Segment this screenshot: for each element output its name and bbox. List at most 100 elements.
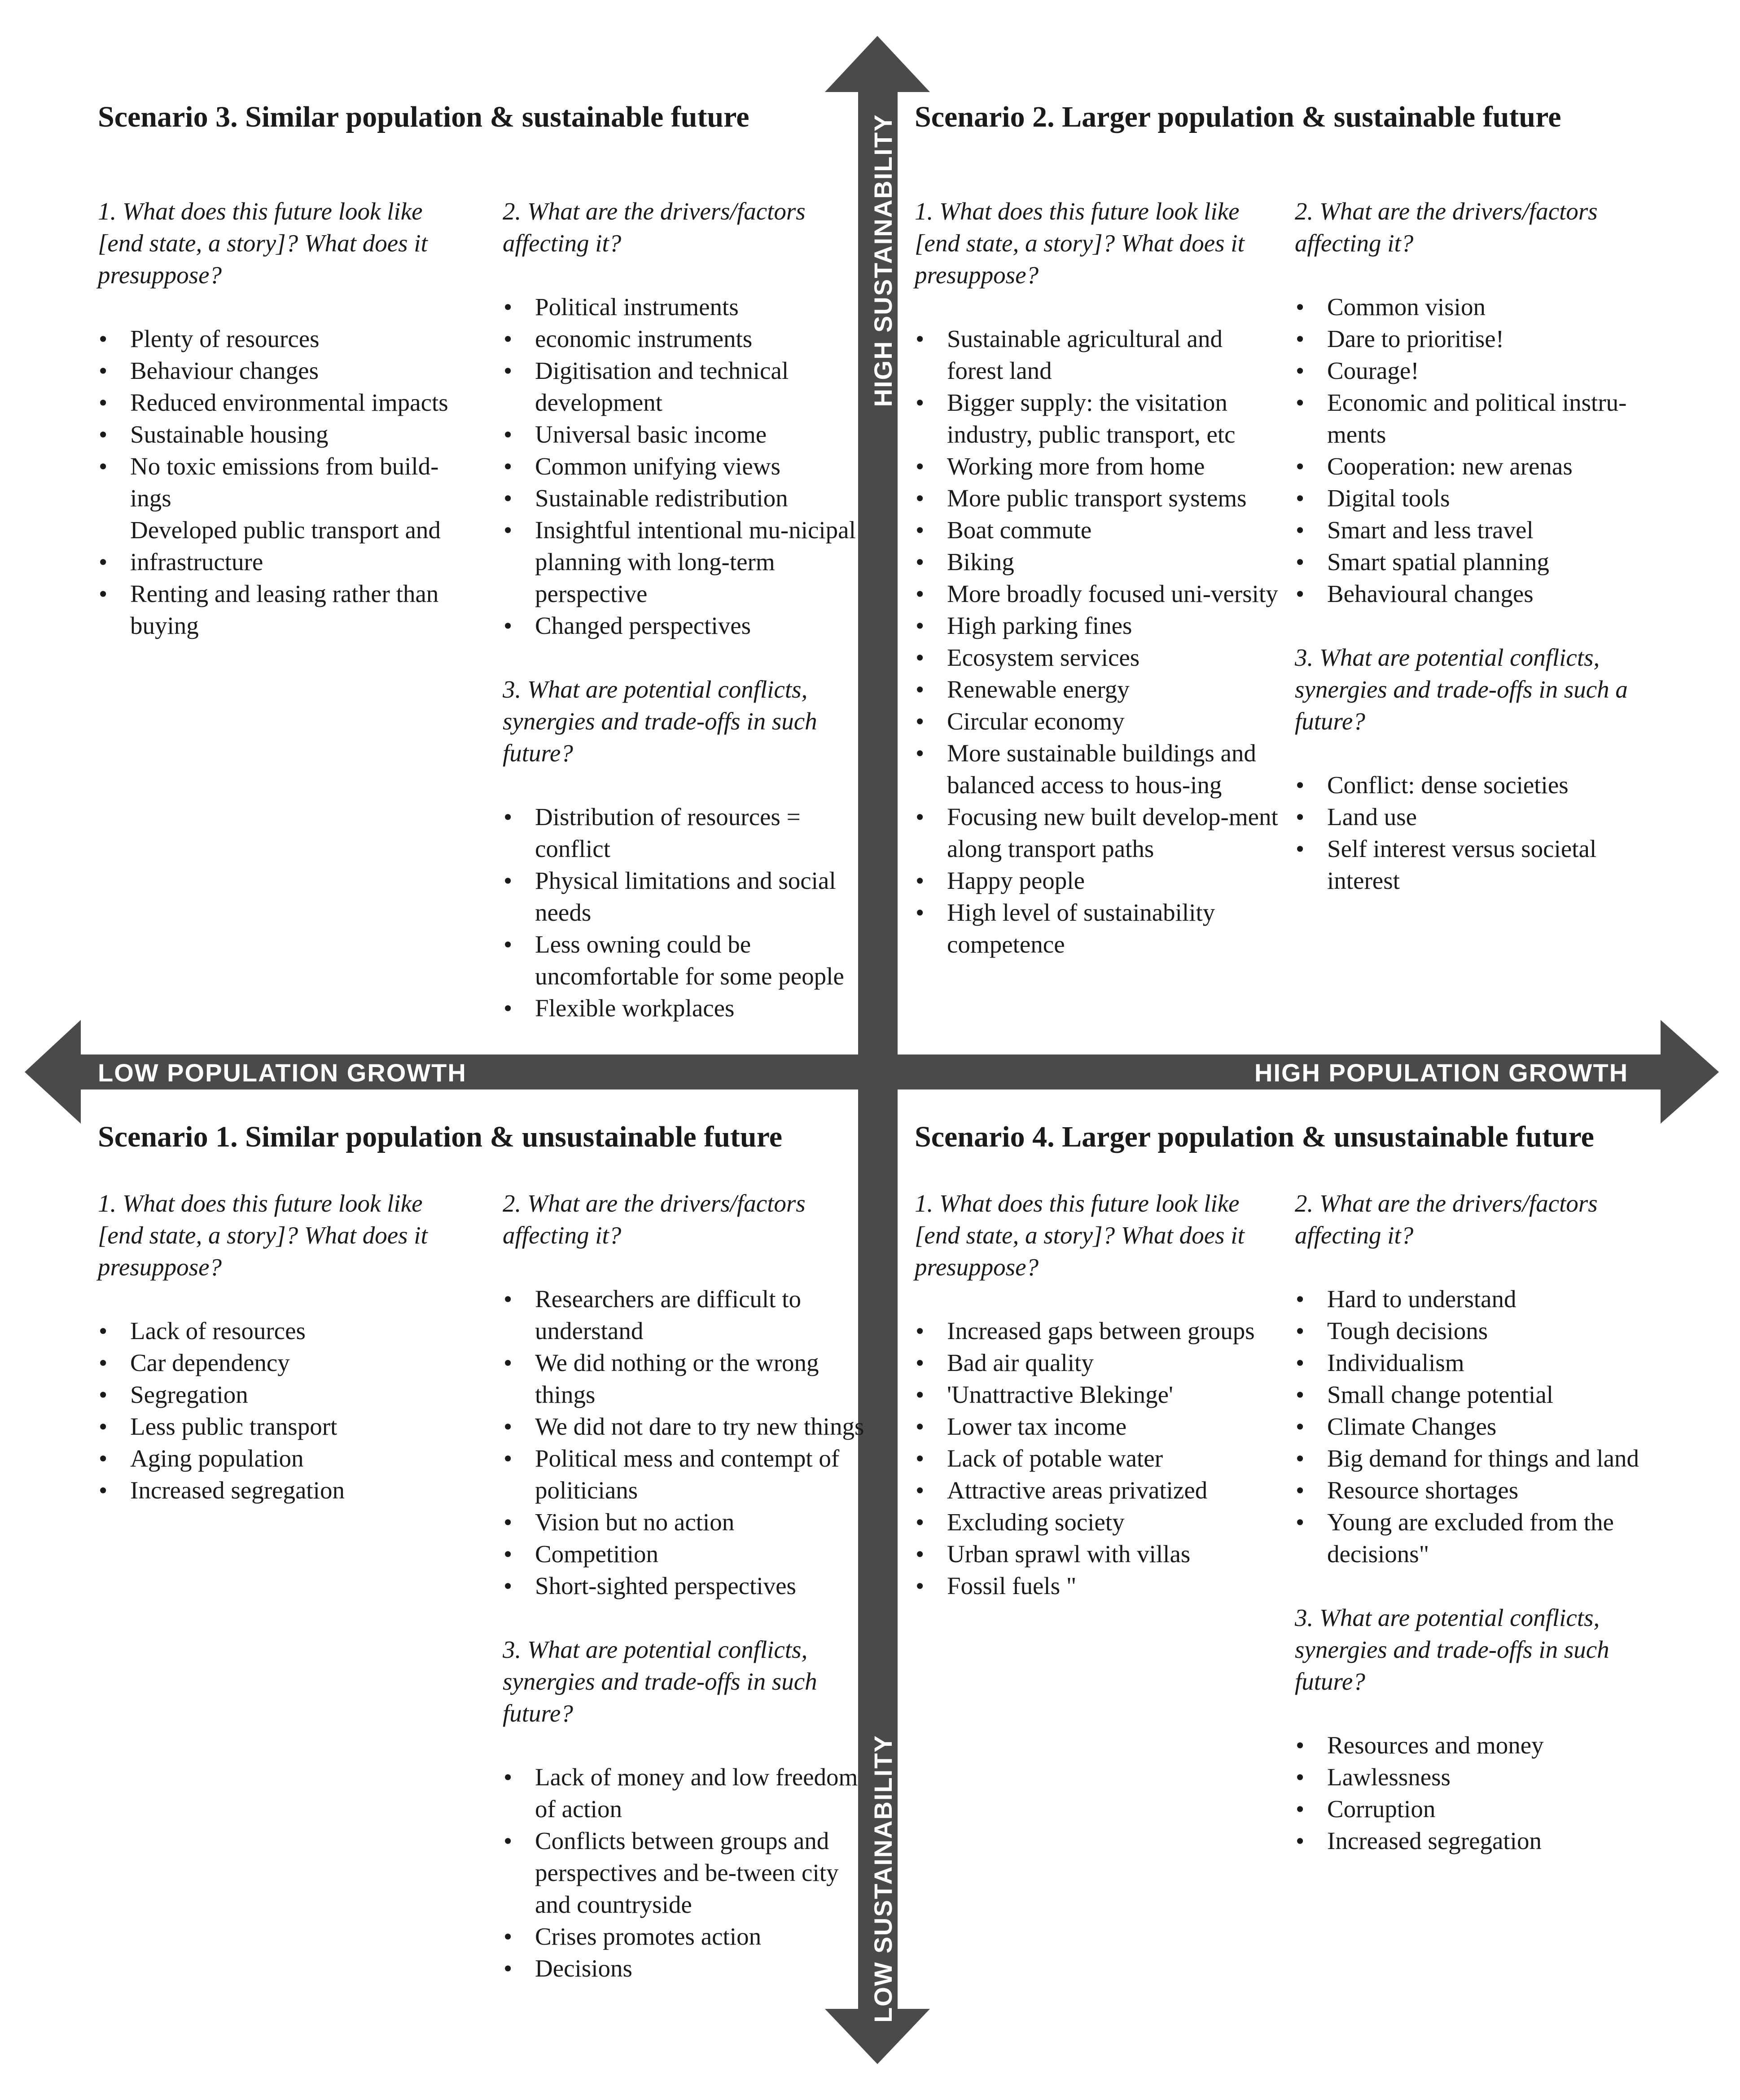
list-item: Competition [503,1538,871,1570]
scenario-3-question-1: 1. What does this future look like [end … [98,198,428,289]
scenario-1-question-3: 3. What are potential conflicts, synergi… [503,1636,817,1727]
list-item: Resources and money [1295,1729,1663,1761]
scenario-2-question-2: 2. What are the drivers/factors affectin… [1295,198,1598,257]
list-item: Bigger supply: the visitation industry, … [915,387,1283,450]
axis-label-low-sustainability: LOW SUSTAINABILITY [869,1735,897,2023]
list-item: Land use [1295,801,1663,833]
scenario-3-answers-2: Political instruments economic instrumen… [503,291,871,641]
scenario-4-answers-3: Resources and money Lawlessness Corrupti… [1295,1729,1663,1857]
list-item: economic instruments [503,323,871,355]
list-item: Aging population [98,1442,466,1474]
list-item: Behaviour changes [98,355,466,387]
scenario-2-question-3: 3. What are potential conflicts, synergi… [1295,644,1628,735]
list-item: Young are excluded from the decisions" [1295,1506,1663,1570]
list-item: Digital tools [1295,482,1663,514]
list-item: More public transport systems [915,482,1283,514]
list-item: Lack of money and low freedom of action [503,1761,871,1825]
list-item: Car dependency [98,1347,466,1379]
scenario-1-answers-2: Researchers are difficult to understand … [503,1283,871,1602]
list-item: Segregation [98,1379,466,1410]
list-item: Big demand for things and land [1295,1442,1663,1474]
list-item: Smart and less travel [1295,514,1663,546]
list-item: Bad air quality [915,1347,1283,1379]
list-item: We did not dare to try new things [503,1410,871,1442]
list-item: 'Unattractive Blekinge' [915,1379,1283,1410]
scenario-2-column-2: 2. What are the drivers/factors affectin… [1295,195,1663,896]
list-item: Ecosystem services [915,641,1283,673]
list-item: Distribution of resources = conflict [503,801,871,865]
axis-label-low-population-growth: LOW POPULATION GROWTH [98,1059,467,1087]
list-item: Smart spatial planning [1295,546,1663,578]
list-item: Sustainable agricultural and forest land [915,323,1283,387]
list-item: We did nothing or the wrong things [503,1347,871,1410]
scenario-2-answers-2: Common vision Dare to prioritise! Courag… [1295,291,1663,610]
list-item: Economic and political instru-ments [1295,387,1663,450]
scenario-3-title: Scenario 3. Similar population & sustain… [98,101,749,133]
scenario-4-question-2: 2. What are the drivers/factors affectin… [1295,1190,1598,1249]
list-item: Lawlessness [1295,1761,1663,1793]
list-item: No toxic emissions from build-ings [98,450,466,514]
list-item: Attractive areas privatized [915,1474,1283,1506]
list-item: More broadly focused uni-versity [915,578,1283,610]
scenario-4-question-3: 3. What are potential conflicts, synergi… [1295,1604,1609,1695]
axis-label-high-sustainability: HIGH SUSTAINABILITY [869,114,897,407]
list-item: Renting and leasing rather than buying [98,578,466,641]
scenario-3-answers-1: Plenty of resources Behaviour changes Re… [98,323,466,641]
scenario-1-answers-3: Lack of money and low freedom of action … [503,1761,871,1984]
list-item: Happy people [915,865,1283,896]
scenario-2-answers-1: Sustainable agricultural and forest land… [915,323,1283,960]
list-item: Flexible workplaces [503,992,871,1024]
list-item: Tough decisions [1295,1315,1663,1347]
scenario-1-column-2: 2. What are the drivers/factors affectin… [503,1187,871,1984]
list-item: Conflict: dense societies [1295,769,1663,801]
list-item: Decisions [503,1952,871,1984]
list-item: Behavioural changes [1295,578,1663,610]
list-item: Increased segregation [98,1474,466,1506]
list-item: Crises promotes action [503,1920,871,1952]
list-item: Excluding society [915,1506,1283,1538]
scenario-1-column-1: 1. What does this future look like [end … [98,1187,466,1506]
list-item: Less public transport [98,1410,466,1442]
list-item: Focusing new built develop-ment along tr… [915,801,1283,865]
list-item: High parking fines [915,610,1283,641]
list-item: Fossil fuels " [915,1570,1283,1602]
scenario-1-answers-1: Lack of resources Car dependency Segrega… [98,1315,466,1506]
scenario-1-title: Scenario 1. Similar population & unsusta… [98,1120,782,1153]
list-item: Common vision [1295,291,1663,323]
list-item: Small change potential [1295,1379,1663,1410]
scenario-4-title: Scenario 4. Larger population & unsustai… [915,1120,1594,1153]
list-item: More sustainable buildings and balanced … [915,737,1283,801]
scenario-1-question-2: 2. What are the drivers/factors affectin… [503,1190,806,1249]
list-item: Researchers are difficult to understand [503,1283,871,1347]
list-item: Hard to understand [1295,1283,1663,1315]
list-item: Short-sighted perspectives [503,1570,871,1602]
scenario-3-column-1: 1. What does this future look like [end … [98,195,466,641]
list-item: Self interest versus societal interest [1295,833,1663,896]
scenario-1-question-1: 1. What does this future look like [end … [98,1190,428,1281]
scenario-4-question-1: 1. What does this future look like [end … [915,1190,1245,1281]
list-item: Individualism [1295,1347,1663,1379]
list-item: Courage! [1295,355,1663,387]
scenario-2-column-1: 1. What does this future look like [end … [915,195,1283,960]
scenario-3-question-3: 3. What are potential conflicts, synergi… [503,676,817,767]
list-item: Renewable energy [915,673,1283,705]
list-item: Working more from home [915,450,1283,482]
list-item: Circular economy [915,705,1283,737]
list-item: Universal basic income [503,418,871,450]
list-item: High level of sustainability competence [915,896,1283,960]
list-item: Common unifying views [503,450,871,482]
vertical-axis-arrow [825,36,930,2064]
list-item: Plenty of resources [98,323,466,355]
list-item: Vision but no action [503,1506,871,1538]
scenario-3-question-2: 2. What are the drivers/factors affectin… [503,198,806,257]
list-item: Lack of potable water [915,1442,1283,1474]
list-item: Physical limitations and social needs [503,865,871,928]
list-item: Sustainable housing [98,418,466,450]
list-item: Reduced environmental impacts [98,387,466,418]
list-item: Increased gaps between groups [915,1315,1283,1347]
list-item: Developed public transport and [130,516,441,544]
list-item: Political mess and contempt of politicia… [503,1442,871,1506]
scenario-3-column-2: 2. What are the drivers/factors affectin… [503,195,871,1024]
list-item: infrastructure [98,546,466,578]
